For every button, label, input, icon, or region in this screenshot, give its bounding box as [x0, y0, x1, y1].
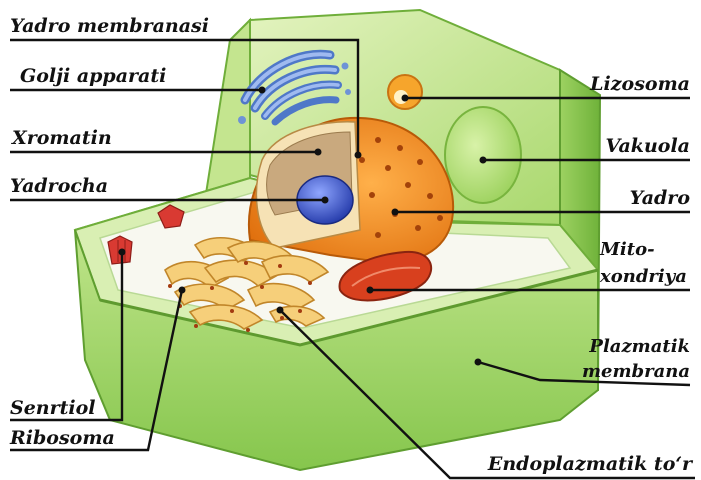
- label-yadro-membranasi: Yadro membranasi: [10, 15, 209, 37]
- label-xromatin: Xromatin: [11, 127, 112, 149]
- label-mitoxondriya-line2: xondriya: [599, 266, 687, 287]
- label-golji-apparati: Golji apparati: [20, 65, 166, 87]
- vacuole: [445, 107, 521, 203]
- label-yadro: Yadro: [630, 187, 691, 209]
- label-plazmatik-line2: membrana: [582, 361, 690, 382]
- label-ribosoma: Ribosoma: [9, 427, 115, 449]
- label-plazmatik-line1: Plazmatik: [588, 336, 690, 357]
- label-senrtiol: Senrtiol: [10, 397, 96, 419]
- label-lizosoma: Lizosoma: [589, 73, 690, 95]
- label-mitoxondriya-line1: Mito-: [599, 239, 655, 260]
- lysosome: [388, 75, 422, 109]
- label-vakuola: Vakuola: [606, 135, 691, 157]
- label-yadrocha: Yadrocha: [10, 175, 108, 197]
- label-endoplazmatik-tor: Endoplazmatik to‘r: [487, 453, 694, 475]
